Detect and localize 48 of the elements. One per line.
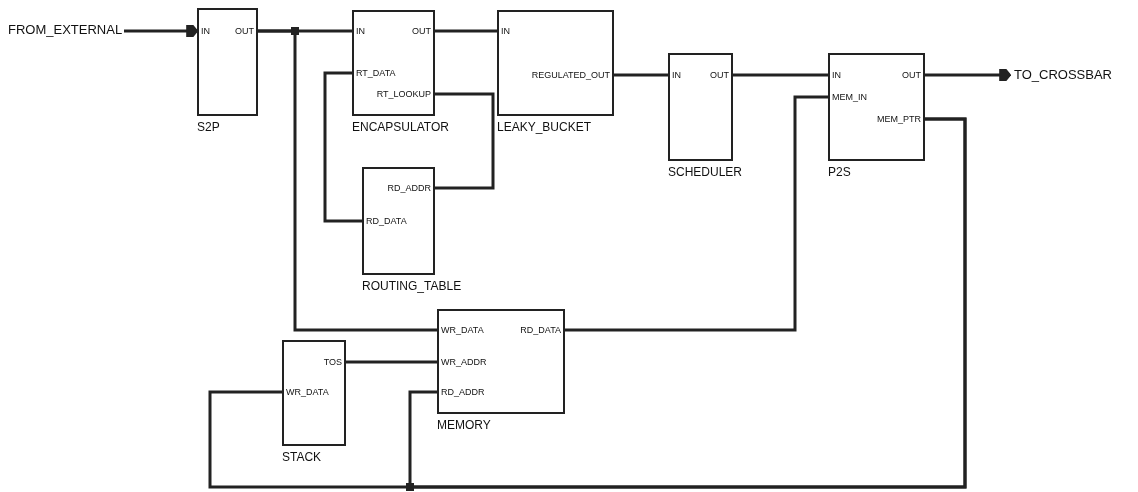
port-label: OUT xyxy=(710,70,729,81)
block-name: P2S xyxy=(828,165,851,179)
port-label: RT_DATA xyxy=(356,68,396,79)
port-label: MEM_IN xyxy=(832,92,867,103)
port-name: FROM_EXTERNAL xyxy=(8,22,123,38)
port-label: IN xyxy=(356,26,365,37)
port-label: OUT xyxy=(235,26,254,37)
port-label: WR_DATA xyxy=(441,325,484,336)
wire xyxy=(408,117,967,489)
circuit-block xyxy=(282,340,346,464)
wire xyxy=(124,25,199,37)
port-label: REGULATED_OUT xyxy=(531,70,610,81)
wire xyxy=(733,73,828,77)
wire xyxy=(346,360,437,364)
block-name: ROUTING_TABLE xyxy=(362,279,462,293)
port-label: OUT xyxy=(412,26,431,37)
port-label: TOS xyxy=(323,357,342,368)
port-label: IN xyxy=(501,26,510,37)
block-name: STACK xyxy=(282,450,322,464)
circuit-block xyxy=(197,8,258,134)
block-name: SCHEDULER xyxy=(668,165,742,179)
block-name: ENCAPSULATOR xyxy=(352,120,449,134)
port-label: IN xyxy=(201,26,210,37)
port-label: RD_ADDR xyxy=(441,387,485,398)
port-label: RD_ADDR xyxy=(387,183,431,194)
port-label: RT_LOOKUP xyxy=(376,89,431,100)
port-label: WR_ADDR xyxy=(441,357,487,368)
wire xyxy=(614,73,668,77)
block-name: S2P xyxy=(197,120,220,134)
wire xyxy=(565,95,828,332)
port-name: TO_CROSSBAR xyxy=(1014,67,1112,83)
port-label: IN xyxy=(672,70,681,81)
wire xyxy=(435,92,495,190)
port-label: OUT xyxy=(902,70,921,81)
wire xyxy=(435,29,497,33)
block-name: LEAKY_BUCKET xyxy=(497,120,592,134)
port-label: MEM_PTR xyxy=(877,114,921,125)
block-name: MEMORY xyxy=(437,418,491,432)
port-label: RD_DATA xyxy=(366,216,407,227)
port-label: IN xyxy=(832,70,841,81)
circuit-block xyxy=(497,10,614,134)
circuit-block xyxy=(828,53,925,179)
wire xyxy=(323,71,362,223)
port-label: RD_DATA xyxy=(520,325,561,336)
port-label: WR_DATA xyxy=(286,387,329,398)
wire xyxy=(258,29,437,332)
wire xyxy=(925,69,1012,81)
circuit-block xyxy=(437,309,565,432)
